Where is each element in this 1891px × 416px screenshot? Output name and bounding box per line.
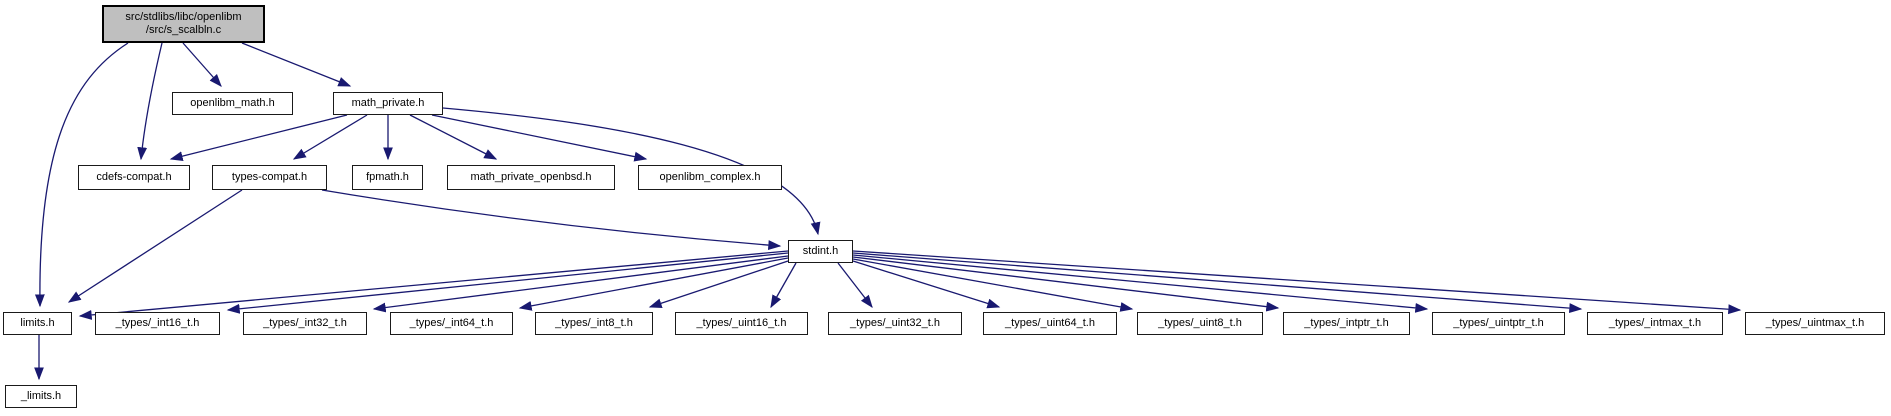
node-types-uint32-t-h[interactable]: _types/_uint32_t.h xyxy=(828,312,962,335)
edge-math-private-cdefs-compat xyxy=(169,114,348,161)
edge-stdint-uintptr xyxy=(852,254,1429,313)
node-openlibm-complex-h[interactable]: openlibm_complex.h xyxy=(638,165,782,190)
node-types-uint8-t-h[interactable]: _types/_uint8_t.h xyxy=(1137,312,1263,335)
edge-stdint-intptr xyxy=(852,256,1280,312)
node-openlibm-math-h[interactable]: openlibm_math.h xyxy=(172,92,293,115)
edge-root-cdefs-compat xyxy=(137,42,163,161)
edge-stdint-uintmax xyxy=(852,250,1742,315)
edge-math-private-types-compat xyxy=(292,114,368,160)
node-cdefs-compat-h[interactable]: cdefs-compat.h xyxy=(78,165,190,190)
node-types-intmax-t-h[interactable]: _types/_intmax_t.h xyxy=(1587,312,1723,335)
node-types-int32-t-h[interactable]: _types/_int32_t.h xyxy=(243,312,367,335)
edge-types-compat-limits xyxy=(67,189,243,303)
node-types-uint16-t-h[interactable]: _types/_uint16_t.h xyxy=(675,312,808,335)
node-types-uint64-t-h[interactable]: _types/_uint64_t.h xyxy=(983,312,1117,335)
node-types-uintptr-t-h[interactable]: _types/_uintptr_t.h xyxy=(1432,312,1565,335)
node-types-uintmax-t-h[interactable]: _types/_uintmax_t.h xyxy=(1745,312,1885,335)
edge-types-compat-stdint xyxy=(321,189,782,251)
edge-root-openlibm-math xyxy=(182,42,222,87)
node-types-int16-t-h[interactable]: _types/_int16_t.h xyxy=(95,312,220,335)
node-types-int64-t-h[interactable]: _types/_int64_t.h xyxy=(390,312,513,335)
edge-stdint-int64 xyxy=(518,257,789,311)
edge-stdint-int32 xyxy=(372,255,789,313)
edge-stdint-uint16 xyxy=(770,262,797,309)
node-limits-private-h[interactable]: _limits.h xyxy=(5,385,77,408)
edge-root-math-private xyxy=(241,42,352,87)
node-s-scalbln-c[interactable]: src/stdlibs/libc/openlibm /src/s_scalbln… xyxy=(102,5,265,43)
node-types-int8-t-h[interactable]: _types/_int8_t.h xyxy=(535,312,653,335)
node-stdint-h[interactable]: stdint.h xyxy=(788,240,853,263)
node-limits-h[interactable]: limits.h xyxy=(3,312,72,335)
edge-stdint-int8 xyxy=(648,260,789,308)
node-math-private-h[interactable]: math_private.h xyxy=(333,92,443,115)
edge-stdint-intmax xyxy=(852,252,1583,314)
edge-stdint-limits xyxy=(78,250,789,320)
node-fpmath-h[interactable]: fpmath.h xyxy=(352,165,423,190)
edge-math-private-complex xyxy=(431,114,648,162)
edge-stdint-uint8 xyxy=(852,258,1134,312)
edge-stdint-int16 xyxy=(226,252,789,314)
node-types-intptr-t-h[interactable]: _types/_intptr_t.h xyxy=(1283,312,1410,335)
edge-stdint-uint64 xyxy=(852,260,1001,309)
edge-math-private-openbsd xyxy=(409,114,498,160)
node-types-compat-h[interactable]: types-compat.h xyxy=(212,165,327,190)
edge-stdint-uint32 xyxy=(837,262,873,309)
node-math-private-openbsd-h[interactable]: math_private_openbsd.h xyxy=(447,165,615,190)
